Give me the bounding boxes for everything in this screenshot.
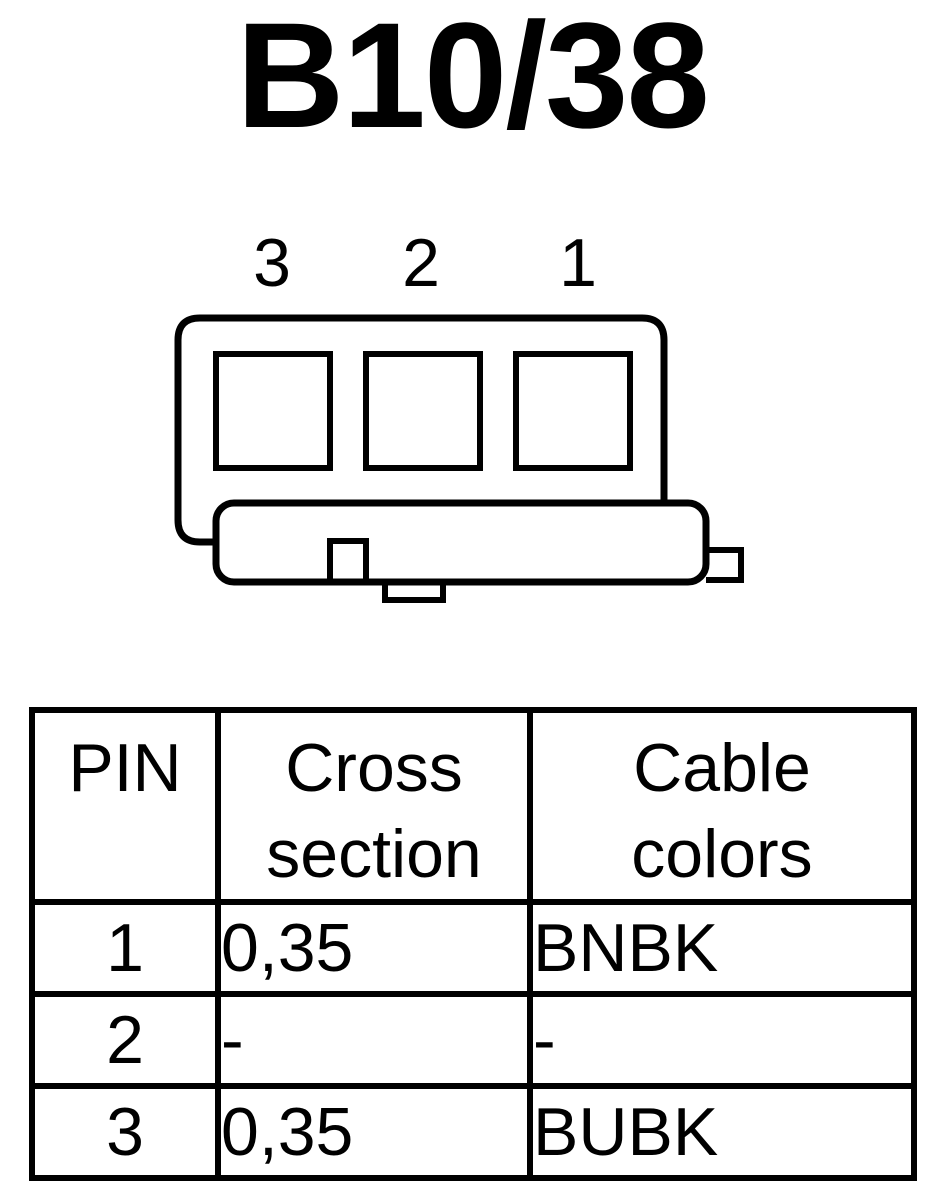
table-row: 3 0,35 BUBK bbox=[29, 1083, 917, 1181]
pin-table: PIN Cross section Cable colors 1 0,35 BN… bbox=[29, 707, 917, 1181]
header-pin: PIN bbox=[29, 707, 221, 905]
side-tab bbox=[706, 547, 744, 583]
header-pin-label: PIN bbox=[68, 730, 182, 806]
pin-cavity-2 bbox=[363, 351, 483, 471]
header-cable-colors-line2: colors bbox=[631, 816, 813, 892]
cell-cable-color: - bbox=[527, 991, 917, 1089]
header-cross-section: Cross section bbox=[215, 707, 533, 905]
header-cable-colors-line1: Cable bbox=[633, 730, 811, 806]
table-row: 1 0,35 BNBK bbox=[29, 899, 917, 997]
connector-housing bbox=[174, 314, 668, 546]
table-header-row: PIN Cross section Cable colors bbox=[29, 707, 917, 905]
cell-pin: 3 bbox=[29, 1083, 221, 1181]
cell-cross-section: 0,35 bbox=[215, 899, 533, 997]
pin-number-label: 2 bbox=[402, 225, 440, 301]
connector-diagram: 3 2 1 bbox=[174, 225, 744, 603]
cell-pin: 1 bbox=[29, 899, 221, 997]
cell-cable-color: BUBK bbox=[527, 1083, 917, 1181]
table-row: 2 - - bbox=[29, 991, 917, 1089]
pin-number-label: 1 bbox=[559, 225, 597, 301]
header-cross-section-line1: Cross bbox=[285, 730, 463, 806]
cell-cross-section: - bbox=[215, 991, 533, 1089]
pin-cavity-1 bbox=[513, 351, 633, 471]
header-cross-section-line2: section bbox=[266, 816, 482, 892]
latch-notch bbox=[327, 538, 369, 585]
connector-title: B10/38 bbox=[236, 0, 710, 159]
cell-pin: 2 bbox=[29, 991, 221, 1089]
connector-latch bbox=[212, 499, 710, 586]
cell-cross-section: 0,35 bbox=[215, 1083, 533, 1181]
pin-number-label: 3 bbox=[253, 225, 291, 301]
header-cable-colors: Cable colors bbox=[527, 707, 917, 905]
bottom-tab bbox=[382, 582, 446, 603]
pin-cavity-3 bbox=[213, 351, 333, 471]
cell-cable-color: BNBK bbox=[527, 899, 917, 997]
